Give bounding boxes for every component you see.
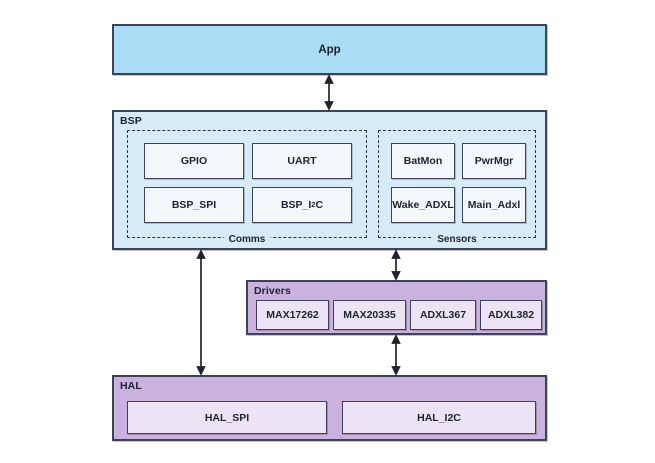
module-main-adxl-label: Main_Adxl xyxy=(467,199,521,211)
app-layer-block: App xyxy=(112,24,547,75)
hal-i2c-module[interactable]: HAL_I2C xyxy=(342,401,536,434)
module-gpio[interactable]: GPIO xyxy=(144,143,244,179)
module-batmon[interactable]: BatMon xyxy=(391,143,455,179)
driver-adxl382-label: ADXL382 xyxy=(487,309,535,321)
driver-adxl382[interactable]: ADXL382 xyxy=(480,300,542,330)
module-wake-adxl-label: Wake_ADXL xyxy=(392,199,454,211)
module-wake-adxl[interactable]: Wake_ADXL xyxy=(391,187,455,223)
module-main-adxl[interactable]: Main_Adxl xyxy=(462,187,526,223)
module-gpio-label: GPIO xyxy=(180,155,208,167)
module-bsp-spi[interactable]: BSP_SPI xyxy=(144,187,244,223)
app-layer-label: App xyxy=(318,43,341,56)
hal-layer-label: HAL xyxy=(120,380,142,392)
module-uart-label: UART xyxy=(287,155,317,167)
comms-group-label: Comms xyxy=(223,234,271,245)
driver-max17262[interactable]: MAX17262 xyxy=(256,300,329,330)
drivers-layer-block: Drivers MAX17262 MAX20335 ADXL367 ADXL38… xyxy=(246,280,547,335)
driver-max20335-label: MAX20335 xyxy=(343,309,396,321)
module-pwrmgr-label: PwrMgr xyxy=(474,155,514,167)
driver-adxl367[interactable]: ADXL367 xyxy=(410,300,476,330)
module-bsp-spi-label: BSP_SPI xyxy=(171,199,217,211)
hal-i2c-label: HAL_I2C xyxy=(417,411,461,424)
bsp-layer-label: BSP xyxy=(120,115,142,127)
hal-spi-label: HAL_SPI xyxy=(204,411,250,424)
hal-layer-block: HAL HAL_SPI HAL_I2C xyxy=(112,375,547,441)
module-bsp-i2c-label: BSP_I xyxy=(280,199,312,211)
driver-max20335[interactable]: MAX20335 xyxy=(333,300,406,330)
module-bsp-i2c-suffix: C xyxy=(315,199,324,211)
drivers-layer-label: Drivers xyxy=(254,285,291,297)
sensors-group-label: Sensors xyxy=(432,234,482,245)
module-pwrmgr[interactable]: PwrMgr xyxy=(462,143,526,179)
module-batmon-label: BatMon xyxy=(403,155,443,167)
hal-spi-module[interactable]: HAL_SPI xyxy=(127,401,327,434)
driver-max17262-label: MAX17262 xyxy=(266,309,319,321)
module-uart[interactable]: UART xyxy=(252,143,352,179)
sensors-group: BatMon PwrMgr Wake_ADXL Main_Adxl Sensor… xyxy=(378,130,536,245)
driver-adxl367-label: ADXL367 xyxy=(419,309,467,321)
